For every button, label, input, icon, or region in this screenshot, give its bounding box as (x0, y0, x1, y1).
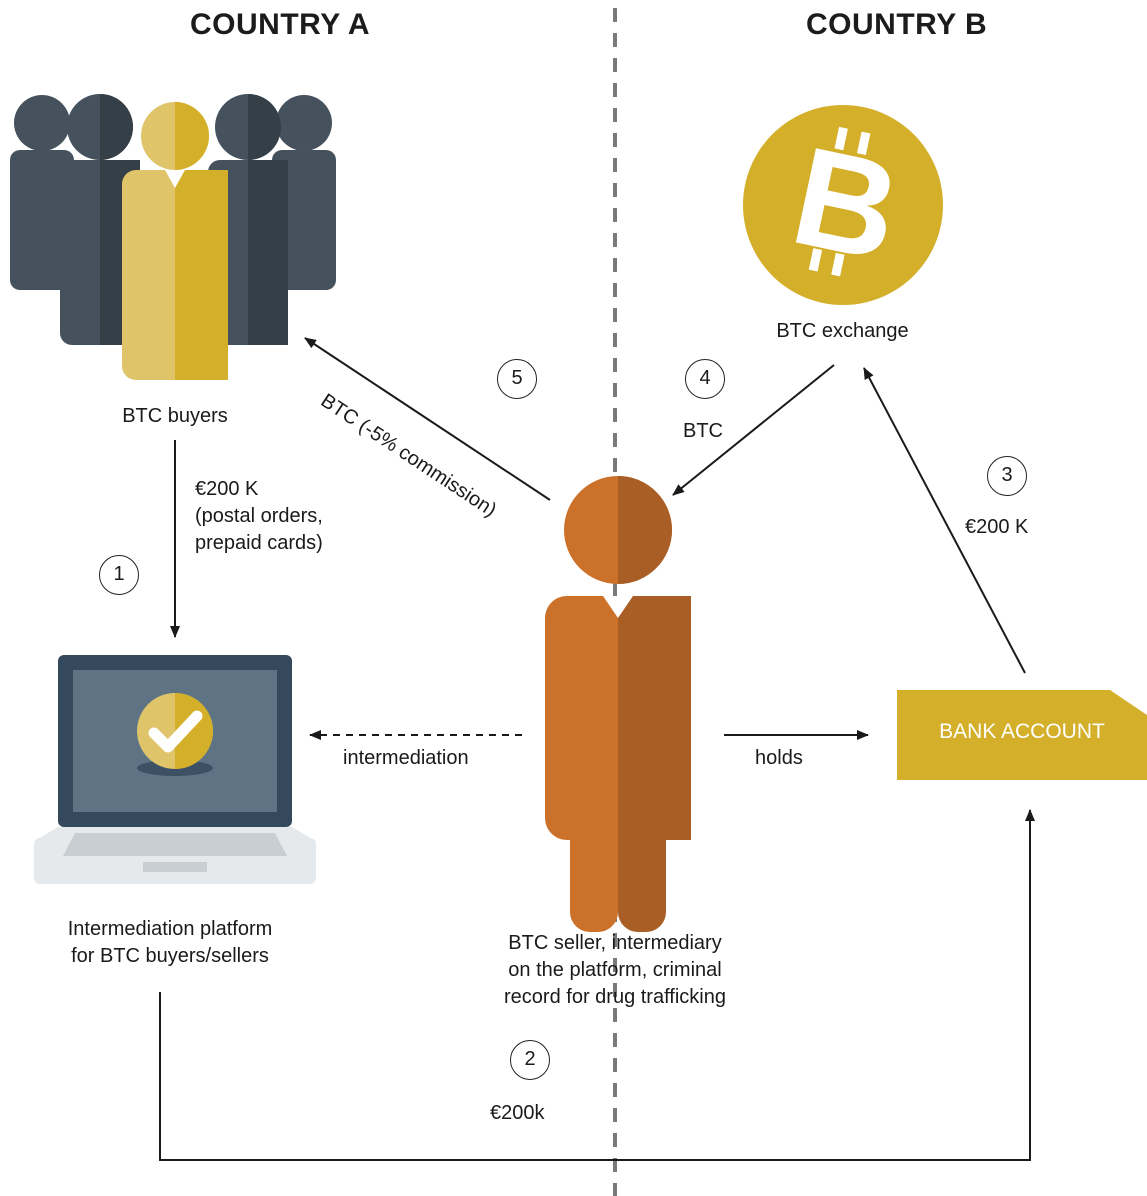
amount-line: prepaid cards) (195, 532, 323, 554)
bank-to-exchange-label: €200 K (965, 516, 1029, 538)
seller-to-platform-label: intermediation (343, 747, 469, 769)
arrow-seller-to-buyers (304, 337, 551, 501)
buyers-to-platform-label: €200 K (postal orders, prepaid cards) (195, 476, 323, 557)
country-b-title: COUNTRY B (806, 8, 988, 41)
exchange-label: BTC exchange (776, 320, 909, 342)
laptop-check-icon (34, 655, 316, 884)
bank-account-label: BANK ACCOUNT (939, 720, 1105, 743)
exchange-to-seller-label: BTC (683, 420, 723, 442)
platform-label-line: Intermediation platform (67, 918, 273, 940)
arrow-exchange-to-seller (672, 364, 835, 496)
amount-line: €200 K (195, 478, 259, 500)
step-3-marker: 3 (987, 456, 1027, 496)
people-group-icon (10, 94, 336, 380)
arrow-bank-to-exchange (863, 367, 1026, 674)
seller-label-line: record for drug trafficking (504, 986, 726, 1008)
platform-label-line: for BTC buyers/sellers (71, 945, 269, 967)
bank-card-icon (897, 690, 1147, 780)
step-4-marker: 4 (685, 359, 725, 399)
seller-label-line: BTC seller, intermediary (508, 932, 722, 954)
platform-label: Intermediation platform for BTC buyers/s… (20, 916, 320, 970)
buyers-label: BTC buyers (122, 405, 228, 427)
country-a-title: COUNTRY A (190, 8, 371, 41)
step-2-marker: 2 (510, 1040, 550, 1080)
flow-arrows (159, 337, 1035, 1161)
bitcoin-icon: B (743, 105, 943, 305)
amount-line: (postal orders, (195, 505, 323, 527)
platform-to-bank-label: €200k (490, 1102, 545, 1124)
arrow-platform-to-bank (159, 809, 1035, 1161)
seller-to-bank-label: holds (755, 747, 803, 769)
step-1-marker: 1 (99, 555, 139, 595)
person-icon (545, 476, 691, 932)
seller-label-line: on the platform, criminal (508, 959, 722, 981)
step-5-marker: 5 (497, 359, 537, 399)
seller-label: BTC seller, intermediary on the platform… (455, 930, 775, 1011)
